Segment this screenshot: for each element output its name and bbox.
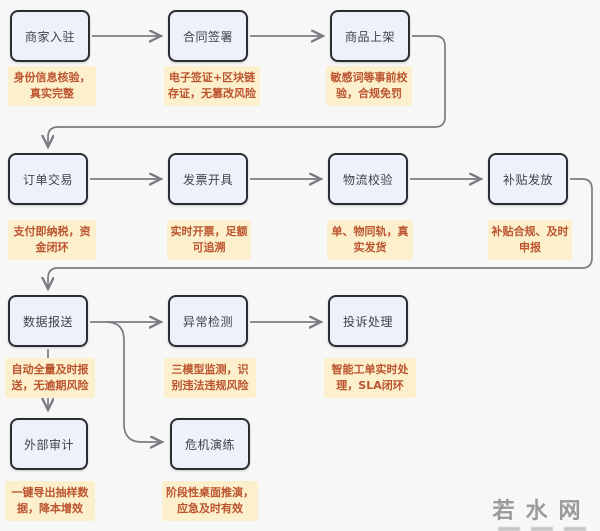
node-merchant-onboarding: 商家入驻	[10, 10, 90, 62]
node-crisis-drill-label: 危机演练	[184, 437, 235, 452]
node-complaint-handling-label: 投诉处理	[342, 314, 393, 329]
node-invoice-issuing-label: 发票开具	[182, 172, 233, 187]
node-invoice-issuing: 发票开具	[168, 153, 248, 205]
node-logistics-verification: 物流校验	[328, 153, 408, 205]
note-complaint-handling: 智能工单实时处 理，SLA闭环	[324, 358, 416, 398]
node-subsidy-distribution-label: 补贴发放	[502, 172, 553, 187]
node-external-audit-label: 外部审计	[23, 437, 74, 452]
node-subsidy-distribution: 补贴发放	[488, 153, 568, 205]
note-order-transaction: 支付即纳税，资 金闭环	[8, 220, 96, 260]
note-data-reporting: 自动全量及时报 送，无逾期风险	[5, 358, 95, 398]
node-logistics-verification-label: 物流校验	[342, 172, 393, 187]
connector-subsidy-to-reporting	[48, 178, 593, 288]
node-contract-signing-label: 合同签署	[182, 29, 233, 44]
node-external-audit: 外部审计	[10, 418, 88, 470]
note-subsidy-distribution: 补贴合规、及时 申报	[488, 220, 572, 260]
node-order-transaction-label: 订单交易	[22, 172, 73, 187]
node-data-reporting: 数据报送	[8, 295, 88, 347]
node-anomaly-detection: 异常检测	[168, 295, 248, 347]
note-merchant-onboarding: 身份信息核验， 真实完整	[8, 66, 96, 106]
connector-listing-to-order	[48, 35, 446, 146]
note-logistics-verification: 单、物同轨，真 实发货	[327, 220, 413, 260]
note-contract-signing: 电子签证+区块链 存证，无篡改风险	[164, 66, 260, 106]
node-merchant-onboarding-label: 商家入驻	[24, 29, 75, 44]
node-complaint-handling: 投诉处理	[328, 295, 408, 347]
node-product-listing-label: 商品上架	[344, 29, 395, 44]
node-crisis-drill: 危机演练	[170, 418, 250, 470]
watermark: 若水网	[486, 493, 598, 531]
watermark-text: 若水网	[492, 499, 592, 524]
note-invoice-issuing: 实时开票，足额 可追溯	[167, 220, 251, 260]
connector-reporting-to-drill	[105, 321, 161, 442]
watermark-subtext	[486, 527, 598, 531]
note-product-listing: 敏感词等事前校 验，合规免罚	[326, 66, 412, 106]
node-contract-signing: 合同签署	[168, 10, 248, 62]
note-anomaly-detection: 三模型监测，识 别违法违规风险	[164, 358, 256, 398]
node-order-transaction: 订单交易	[8, 153, 88, 205]
note-crisis-drill: 阶段性桌面推演， 应急及时有效	[162, 481, 258, 521]
node-product-listing: 商品上架	[330, 10, 410, 62]
note-external-audit: 一键导出抽样数 据，降本增效	[5, 481, 95, 521]
node-data-reporting-label: 数据报送	[22, 314, 73, 329]
node-anomaly-detection-label: 异常检测	[182, 314, 233, 329]
